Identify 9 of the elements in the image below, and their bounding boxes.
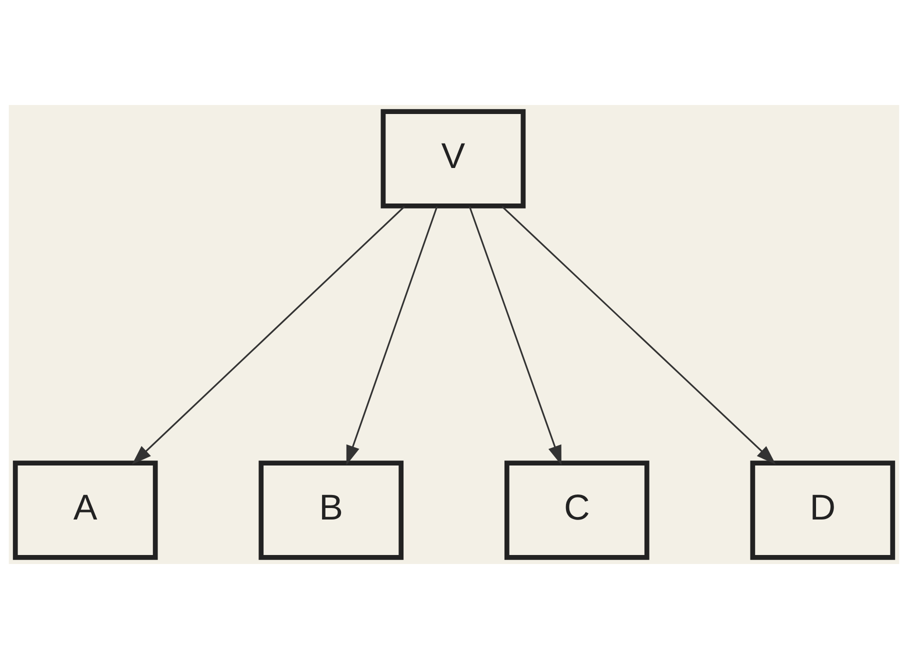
node-box: V xyxy=(380,108,526,208)
node-box: B xyxy=(258,460,404,560)
node-box: C xyxy=(504,460,650,560)
node-box: D xyxy=(750,460,896,560)
arrow xyxy=(468,206,562,465)
arrow xyxy=(346,206,438,465)
node-box: A xyxy=(12,460,158,560)
arrow xyxy=(502,206,776,464)
arrow xyxy=(132,206,405,464)
